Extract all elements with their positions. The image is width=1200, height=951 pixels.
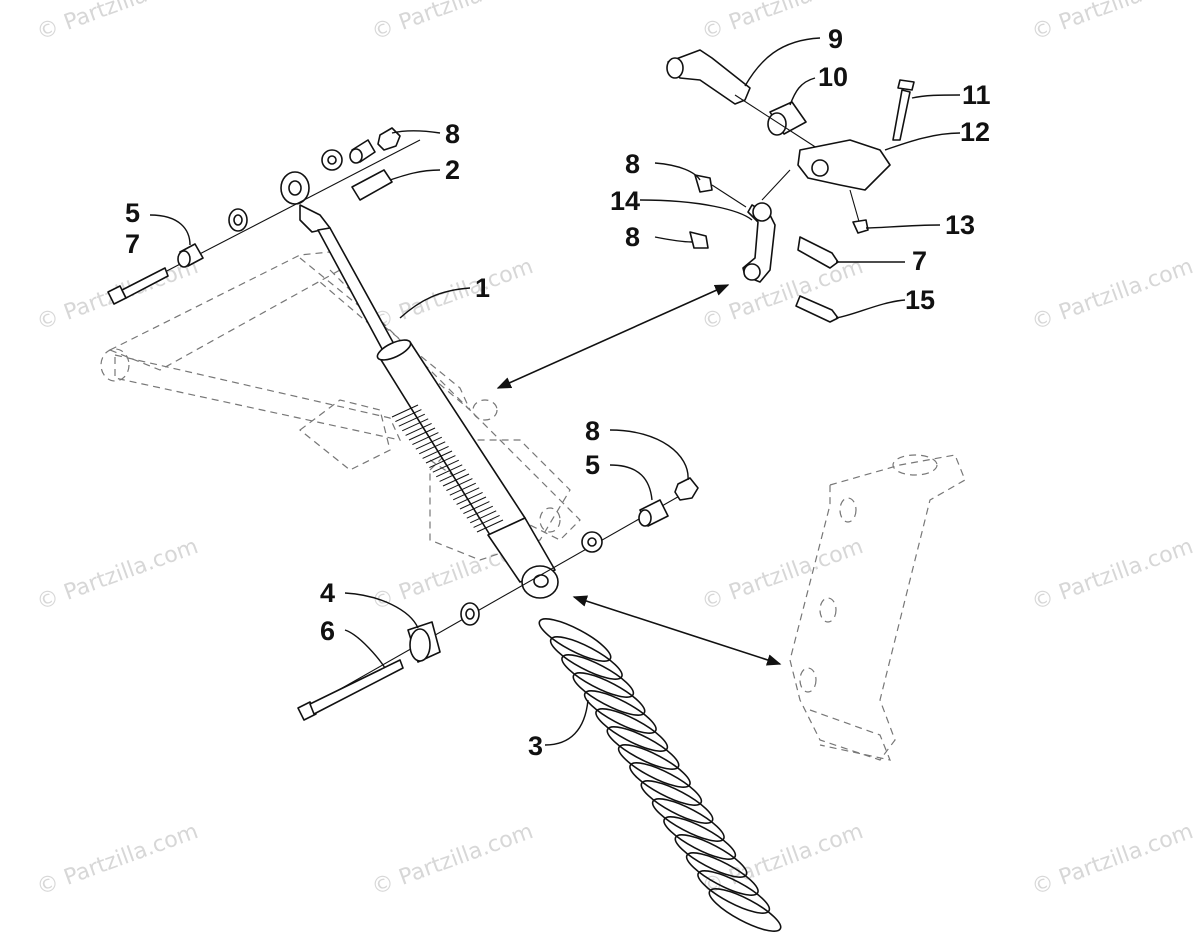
callout-10: 10 bbox=[818, 62, 848, 92]
callout-labels: 8 2 5 7 1 9 10 11 12 8 14 8 13 7 15 8 5 … bbox=[125, 24, 991, 761]
callout-7-linkage: 7 bbox=[912, 246, 927, 276]
watermark-text: © Partzilla.com bbox=[369, 819, 537, 901]
spring-coil bbox=[606, 726, 680, 770]
linkage-assembly bbox=[666, 49, 915, 323]
thread-line bbox=[469, 510, 497, 524]
callout-7-upper: 7 bbox=[125, 229, 140, 259]
thread-line bbox=[446, 478, 473, 492]
thread-line bbox=[391, 404, 419, 418]
callout-4: 4 bbox=[320, 578, 335, 608]
spring-coil bbox=[640, 780, 714, 824]
watermark-text: © Partzilla.com bbox=[1029, 819, 1197, 901]
watermark-text: © Partzilla.com bbox=[699, 254, 867, 336]
thread-line bbox=[429, 455, 456, 469]
spring-coil bbox=[572, 672, 646, 716]
thread-line bbox=[408, 427, 436, 441]
callout-5-upper: 5 bbox=[125, 198, 140, 228]
spring-coil bbox=[617, 744, 691, 788]
watermark-text: © Partzilla.com bbox=[699, 534, 867, 616]
watermark-layer: © Partzilla.com © Partzilla.com © Partzill… bbox=[34, 0, 1197, 901]
callout-1: 1 bbox=[475, 273, 490, 303]
callout-15: 15 bbox=[905, 285, 935, 315]
thread-line bbox=[425, 450, 453, 464]
spring-coil bbox=[663, 816, 737, 860]
watermark-text: © Partzilla.com bbox=[369, 0, 537, 46]
watermark-text: © Partzilla.com bbox=[34, 819, 202, 901]
thread-line bbox=[473, 514, 500, 528]
callout-3: 3 bbox=[528, 731, 543, 761]
callout-8-linkage-top: 8 bbox=[625, 149, 640, 179]
watermark-text: © Partzilla.com bbox=[369, 254, 537, 336]
thread-line bbox=[422, 445, 449, 459]
spring-coil bbox=[685, 852, 759, 896]
callout-8-top: 8 bbox=[445, 119, 460, 149]
thread-line bbox=[432, 459, 460, 473]
callout-13: 13 bbox=[945, 210, 975, 240]
callout-14: 14 bbox=[610, 186, 640, 216]
thread-line bbox=[463, 501, 490, 515]
thread-line bbox=[412, 432, 439, 446]
watermark-text: © Partzilla.com bbox=[699, 819, 867, 901]
thread-line bbox=[452, 487, 480, 501]
watermark-text: © Partzilla.com bbox=[1029, 254, 1197, 336]
callout-5-lower: 5 bbox=[585, 450, 600, 480]
callout-9: 9 bbox=[828, 24, 843, 54]
thread-line bbox=[415, 436, 443, 450]
callout-8-lower: 8 bbox=[585, 416, 600, 446]
spring-coil bbox=[561, 654, 635, 698]
thread-line bbox=[401, 418, 429, 432]
thread-line bbox=[398, 413, 426, 427]
spring-coil bbox=[595, 708, 669, 752]
spring-coil bbox=[674, 834, 748, 878]
thread-line bbox=[466, 505, 494, 519]
coil-spring bbox=[538, 618, 782, 932]
watermark-text: © Partzilla.com bbox=[1029, 534, 1197, 616]
thread-line bbox=[405, 422, 432, 436]
thread-line bbox=[459, 496, 487, 510]
callout-11: 11 bbox=[962, 80, 991, 110]
thread-line bbox=[476, 519, 504, 533]
thread-line bbox=[442, 473, 470, 487]
thread-line bbox=[456, 491, 483, 505]
callout-6: 6 bbox=[320, 616, 335, 646]
relationship-arrows bbox=[496, 284, 782, 666]
watermark-text: © Partzilla.com bbox=[1029, 0, 1197, 46]
callout-12: 12 bbox=[960, 117, 990, 147]
watermark-text: © Partzilla.com bbox=[34, 0, 202, 46]
watermark-text: © Partzilla.com bbox=[34, 534, 202, 616]
thread-line bbox=[435, 464, 463, 478]
thread-line bbox=[395, 409, 422, 423]
callout-8-linkage-bottom: 8 bbox=[625, 222, 640, 252]
callout-2: 2 bbox=[445, 155, 460, 185]
thread-line bbox=[449, 482, 477, 496]
spring-coil bbox=[708, 888, 782, 932]
spring-coil bbox=[629, 762, 703, 806]
spring-coil bbox=[697, 870, 771, 914]
callout-leaders bbox=[149, 37, 961, 746]
upper-hardware bbox=[107, 127, 421, 305]
lower-hardware bbox=[297, 477, 699, 721]
thread-line bbox=[418, 441, 446, 455]
shock-absorber bbox=[280, 171, 559, 599]
spring-coil bbox=[583, 690, 657, 734]
spindle bbox=[789, 454, 966, 761]
spring-coil bbox=[651, 798, 725, 842]
thread-line bbox=[439, 468, 466, 482]
